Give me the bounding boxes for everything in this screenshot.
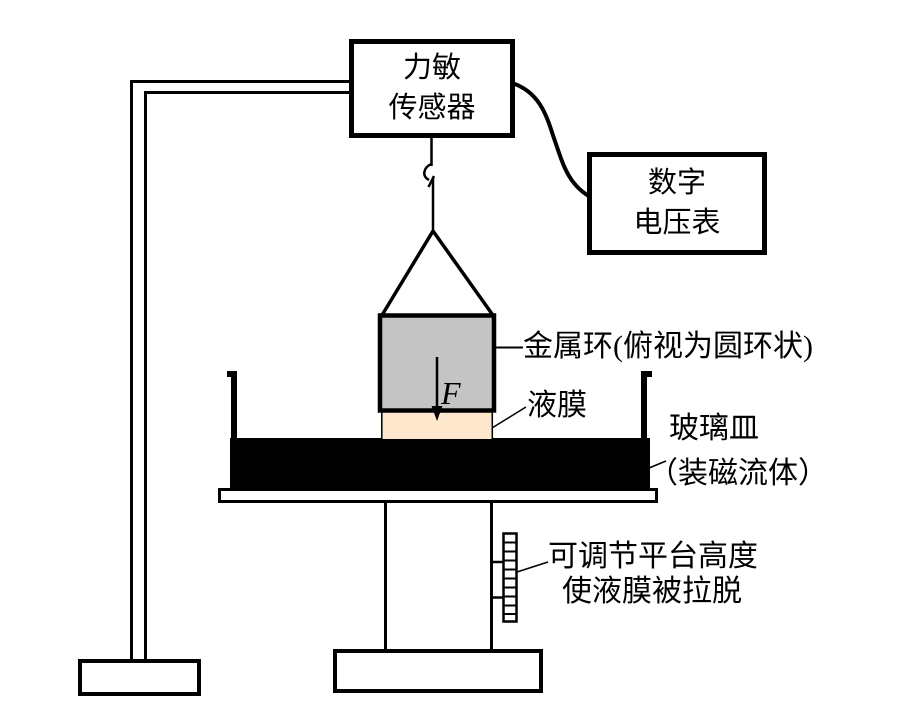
- platform-slab: [218, 488, 658, 503]
- dish-right-rim: [646, 371, 652, 377]
- metal-ring-label: 金属环(俯视为圆环状): [523, 330, 813, 363]
- force-symbol-label: F: [441, 375, 461, 411]
- glass-dish-label-line1: 玻璃皿: [669, 412, 759, 445]
- force-sensor-label-line2: 传感器: [388, 92, 476, 124]
- stand-base: [78, 659, 201, 696]
- sensor-voltmeter-wire: [511, 81, 593, 200]
- pedestal-base: [333, 649, 543, 693]
- liquid-film-leader-line: [491, 406, 527, 429]
- force-arrow-head: [431, 406, 443, 421]
- voltmeter-label-line1: 数字: [647, 167, 706, 199]
- glass-dish-leader-line: [648, 460, 667, 469]
- force-sensor-label-line1: 力敏: [402, 52, 461, 84]
- glass-dish-label-line2: （装磁流体）: [648, 457, 828, 490]
- force-sensor-label: 力敏 传感器: [349, 39, 515, 138]
- magnetic-fluid: [230, 438, 650, 488]
- knob-connectors: [493, 560, 503, 599]
- voltmeter-box: [587, 152, 767, 255]
- hook-icon: [423, 162, 433, 182]
- knob-knurling: [503, 541, 517, 615]
- dish-left-wall: [231, 371, 237, 439]
- hanger-triangle: [380, 229, 495, 318]
- dish-left-rim: [227, 371, 232, 377]
- platform-adjust-label-line2: 使液膜被拉脱: [562, 575, 742, 608]
- platform-adjust-label-line1: 可调节平台高度: [548, 540, 758, 573]
- voltmeter-label: 数字 电压表: [587, 152, 767, 255]
- voltmeter-label-line2: 电压表: [633, 207, 721, 239]
- force-sensor-box: [349, 39, 515, 138]
- dish-right-wall: [641, 371, 647, 439]
- liquid-film-edges: [381, 411, 494, 439]
- stand-rod-outer-line: [130, 80, 352, 661]
- liquid-film-label: 液膜: [527, 389, 587, 422]
- knob-leader-line: [516, 561, 549, 573]
- stand-rod-inner-line: [144, 91, 352, 661]
- hook-spur: [427, 175, 436, 188]
- pedestal-column: [384, 502, 493, 650]
